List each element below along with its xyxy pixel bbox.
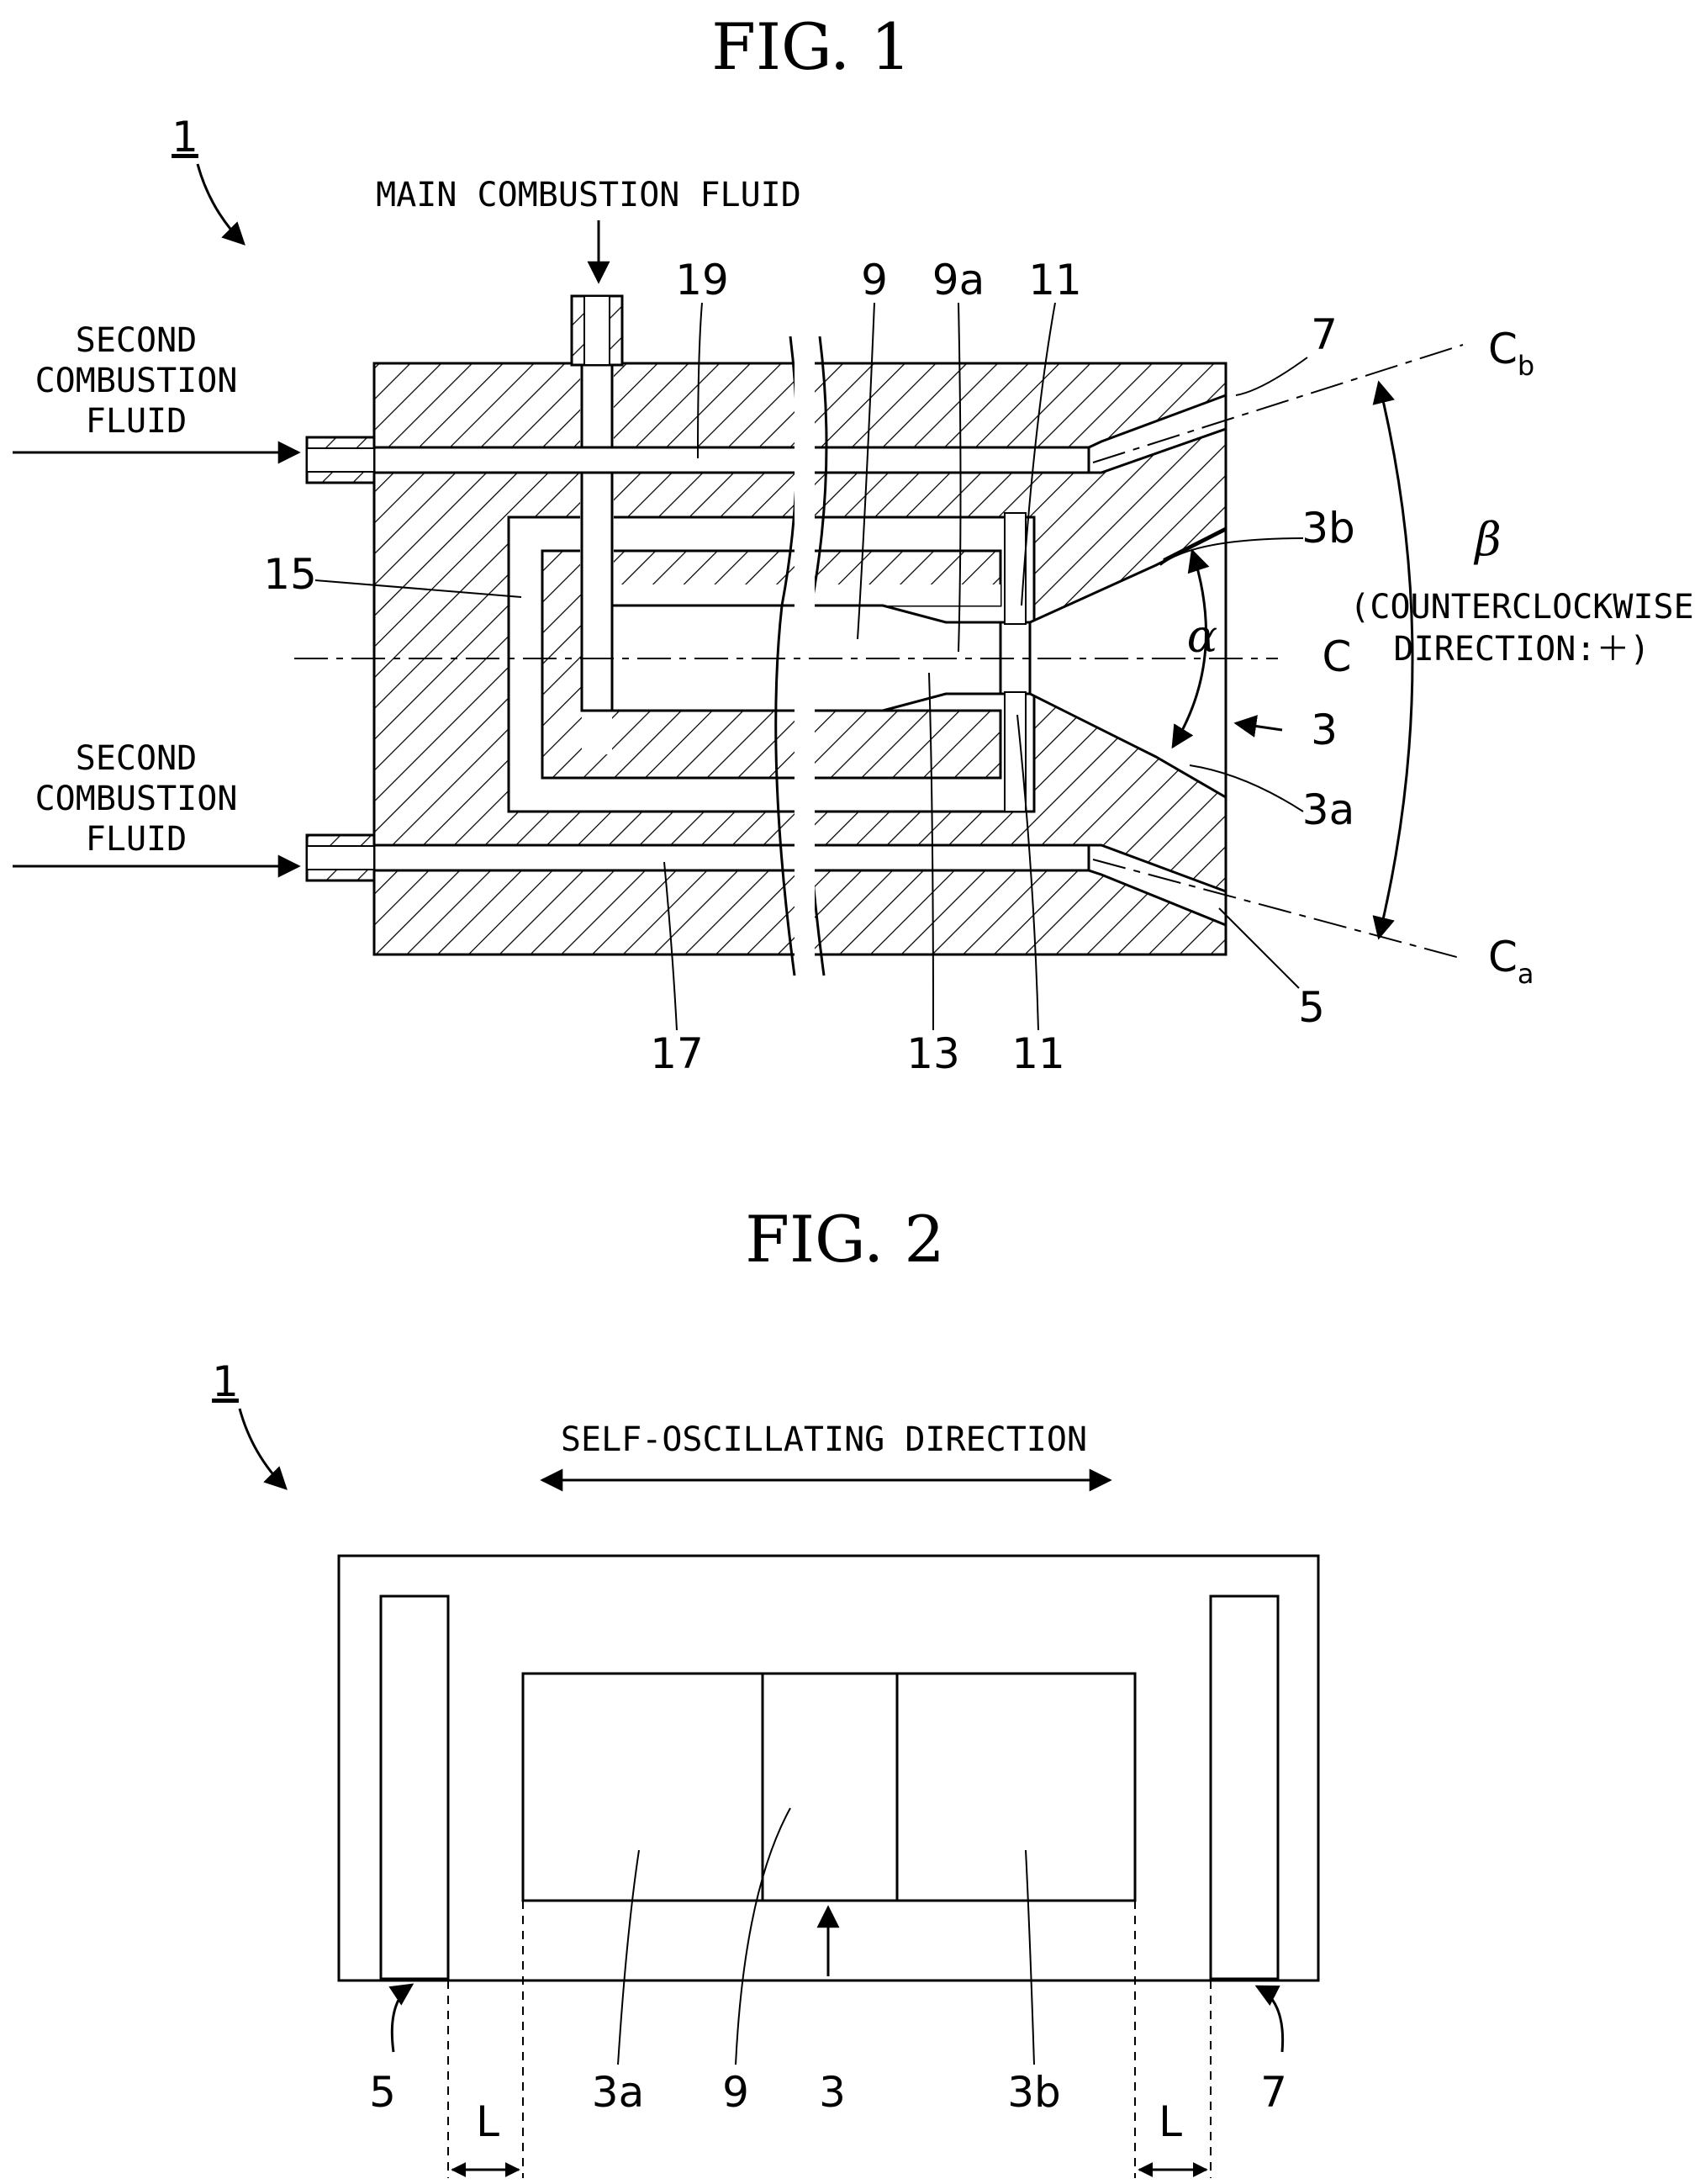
axis-ca-label: Ca (1488, 933, 1534, 990)
ref-11-top: 11 (1028, 256, 1082, 304)
ref-3a: 3a (1302, 785, 1354, 834)
ref-13: 13 (906, 1029, 960, 1078)
ref-11-bottom: 11 (1011, 1029, 1065, 1078)
second-fluid-bottom-line1: SECOND (76, 739, 198, 778)
figure-1: FIG. 1 1 MAIN COMBUSTION FLUID (13, 9, 1694, 1078)
beta-note-line2: DIRECTION:＋) (1394, 630, 1650, 669)
fig2-ref-3b: 3b (1007, 2068, 1061, 2117)
axis-cb-main: C (1488, 325, 1518, 373)
ref-7: 7 (1311, 310, 1338, 359)
ref-19: 19 (675, 256, 729, 304)
passage-19 (374, 447, 1089, 473)
main-fluid-label: MAIN COMBUSTION FLUID (376, 176, 801, 214)
second-fluid-top-line2: COMBUSTION (35, 362, 238, 400)
fig1-title: FIG. 1 (711, 9, 911, 84)
ref-9: 9 (861, 256, 888, 304)
fig2-device-ref: 1 (212, 1357, 239, 1406)
ref-17: 17 (650, 1029, 704, 1078)
fig2-label-l-left: L (476, 2097, 499, 2146)
ref-5: 5 (1298, 983, 1325, 1032)
fig2-nozzle-3 (523, 1674, 1135, 1901)
fig1-device-ref: 1 (172, 113, 198, 161)
fig2-ref-5-arrow (392, 1985, 412, 2052)
fig2-ref-3a: 3a (592, 2068, 644, 2117)
axis-cb-sub: b (1518, 350, 1534, 382)
direction-label: SELF-OSCILLATING DIRECTION (561, 1420, 1087, 1459)
fig2-ref-3: 3 (819, 2068, 846, 2117)
control-port-11-bottom (1005, 692, 1026, 812)
second-fluid-bottom-line3: FLUID (86, 820, 187, 859)
ref-3-arrow (1236, 723, 1282, 730)
fig1-device-ref-arrow (198, 164, 244, 244)
beta-note-line1: (COUNTERCLOCKWISE (1349, 588, 1693, 627)
second-fluid-top-line3: FLUID (86, 402, 187, 441)
axis-c-label: C (1323, 632, 1352, 681)
fig2-injector-5 (381, 1596, 448, 1979)
fig2-title: FIG. 2 (745, 1202, 944, 1277)
control-port-11-top (1005, 513, 1026, 624)
ref-3b: 3b (1301, 504, 1355, 553)
second-fluid-top-line1: SECOND (76, 321, 198, 360)
ref-9a: 9a (932, 256, 985, 304)
fig2-injector-7 (1211, 1596, 1278, 1979)
fig2-ref-9: 9 (722, 2068, 749, 2117)
passage-17 (374, 845, 1089, 870)
fig2-ref-7-arrow (1257, 1986, 1283, 2052)
ref-3: 3 (1311, 706, 1338, 754)
fig2-ref-7: 7 (1260, 2068, 1287, 2117)
fig2-device-ref-arrow (240, 1409, 286, 1489)
fig2-label-l-right: L (1159, 2097, 1182, 2146)
axis-ca-main: C (1488, 933, 1518, 981)
axis-ca-sub: a (1518, 958, 1534, 990)
beta-symbol: β (1473, 513, 1501, 566)
axis-cb-label: Cb (1488, 325, 1534, 382)
ref-15: 15 (263, 550, 317, 599)
second-fluid-bottom-line2: COMBUSTION (35, 780, 238, 818)
alpha-symbol: α (1187, 610, 1217, 663)
fig2-ref-5: 5 (369, 2068, 396, 2117)
figure-2: FIG. 2 1 SELF-OSCILLATING DIRECTION (212, 1202, 1318, 2178)
